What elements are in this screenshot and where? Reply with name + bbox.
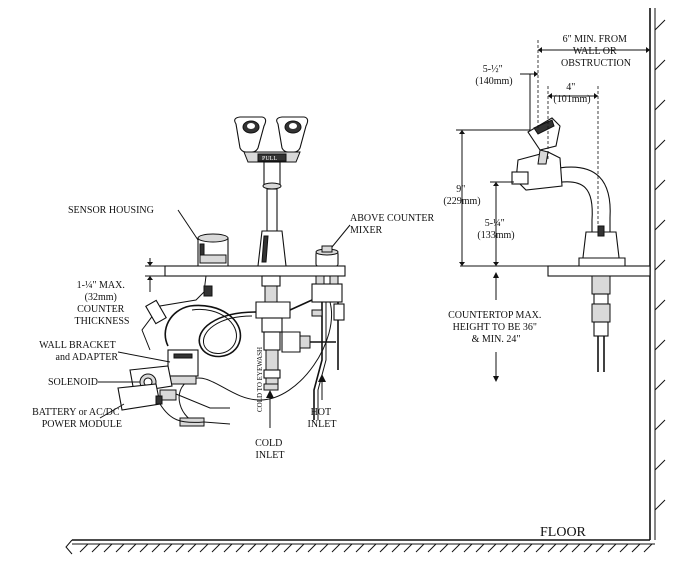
solenoid-assembly bbox=[117, 349, 231, 427]
battery-leader bbox=[99, 403, 125, 419]
countertop-left bbox=[145, 265, 346, 277]
wall-bracket-leader bbox=[117, 351, 171, 363]
solenoid-label: SOLENOID bbox=[48, 377, 98, 388]
sensor-housing-label: SENSOR HOUSING bbox=[68, 205, 154, 216]
cold-inlet-label: COLD INLET bbox=[255, 438, 285, 461]
countertop-right bbox=[460, 265, 651, 277]
countertop-height-dimension bbox=[493, 272, 499, 382]
mixer-label: ABOVE COUNTER MIXER bbox=[350, 213, 437, 236]
sensor-housing-leader bbox=[177, 209, 199, 241]
above-counter-mixer bbox=[315, 245, 339, 267]
under-counter-plumbing bbox=[141, 275, 345, 428]
pull-label: PULL bbox=[262, 156, 277, 162]
dim-5-quarter bbox=[490, 181, 514, 266]
mixer-leader bbox=[331, 224, 351, 248]
dim-5-half-label: 5-½" (140mm) bbox=[475, 64, 512, 87]
dim-5-quarter-label: 5-¼" (133mm) bbox=[477, 218, 514, 241]
floor bbox=[65, 539, 655, 555]
cold-to-eyewash-label: COLD TO EYEWASH bbox=[256, 347, 264, 412]
counter-thickness-label: 1-¼" MAX. (32mm) COUNTER THICKNESS bbox=[74, 280, 129, 327]
eyewash-side-view bbox=[511, 117, 626, 372]
dim-9 bbox=[456, 129, 530, 266]
wall-bracket-label: WALL BRACKET and ADAPTER bbox=[39, 340, 118, 363]
sensor-housing bbox=[197, 233, 229, 267]
dim-4-label: 4" (101mm) bbox=[553, 82, 590, 105]
wall bbox=[649, 8, 666, 540]
floor-label: FLOOR bbox=[540, 525, 587, 540]
wall-clearance-dimension bbox=[537, 40, 650, 128]
battery-label: BATTERY or AC/DC POWER MODULE bbox=[32, 407, 122, 430]
dim-9-label: 9" (229mm) bbox=[443, 184, 480, 207]
counter-thickness-dimension bbox=[147, 258, 153, 292]
eyewash-head-front: PULL bbox=[234, 116, 309, 267]
dim-4 bbox=[547, 86, 599, 226]
dim-5-half bbox=[520, 71, 538, 130]
hot-inlet-label: HOT INLET bbox=[308, 407, 337, 430]
wall-clearance-label: 6" MIN. FROM WALL OR OBSTRUCTION bbox=[561, 34, 631, 69]
countertop-height-label: COUNTERTOP MAX. HEIGHT TO BE 36" & MIN. … bbox=[448, 310, 544, 345]
